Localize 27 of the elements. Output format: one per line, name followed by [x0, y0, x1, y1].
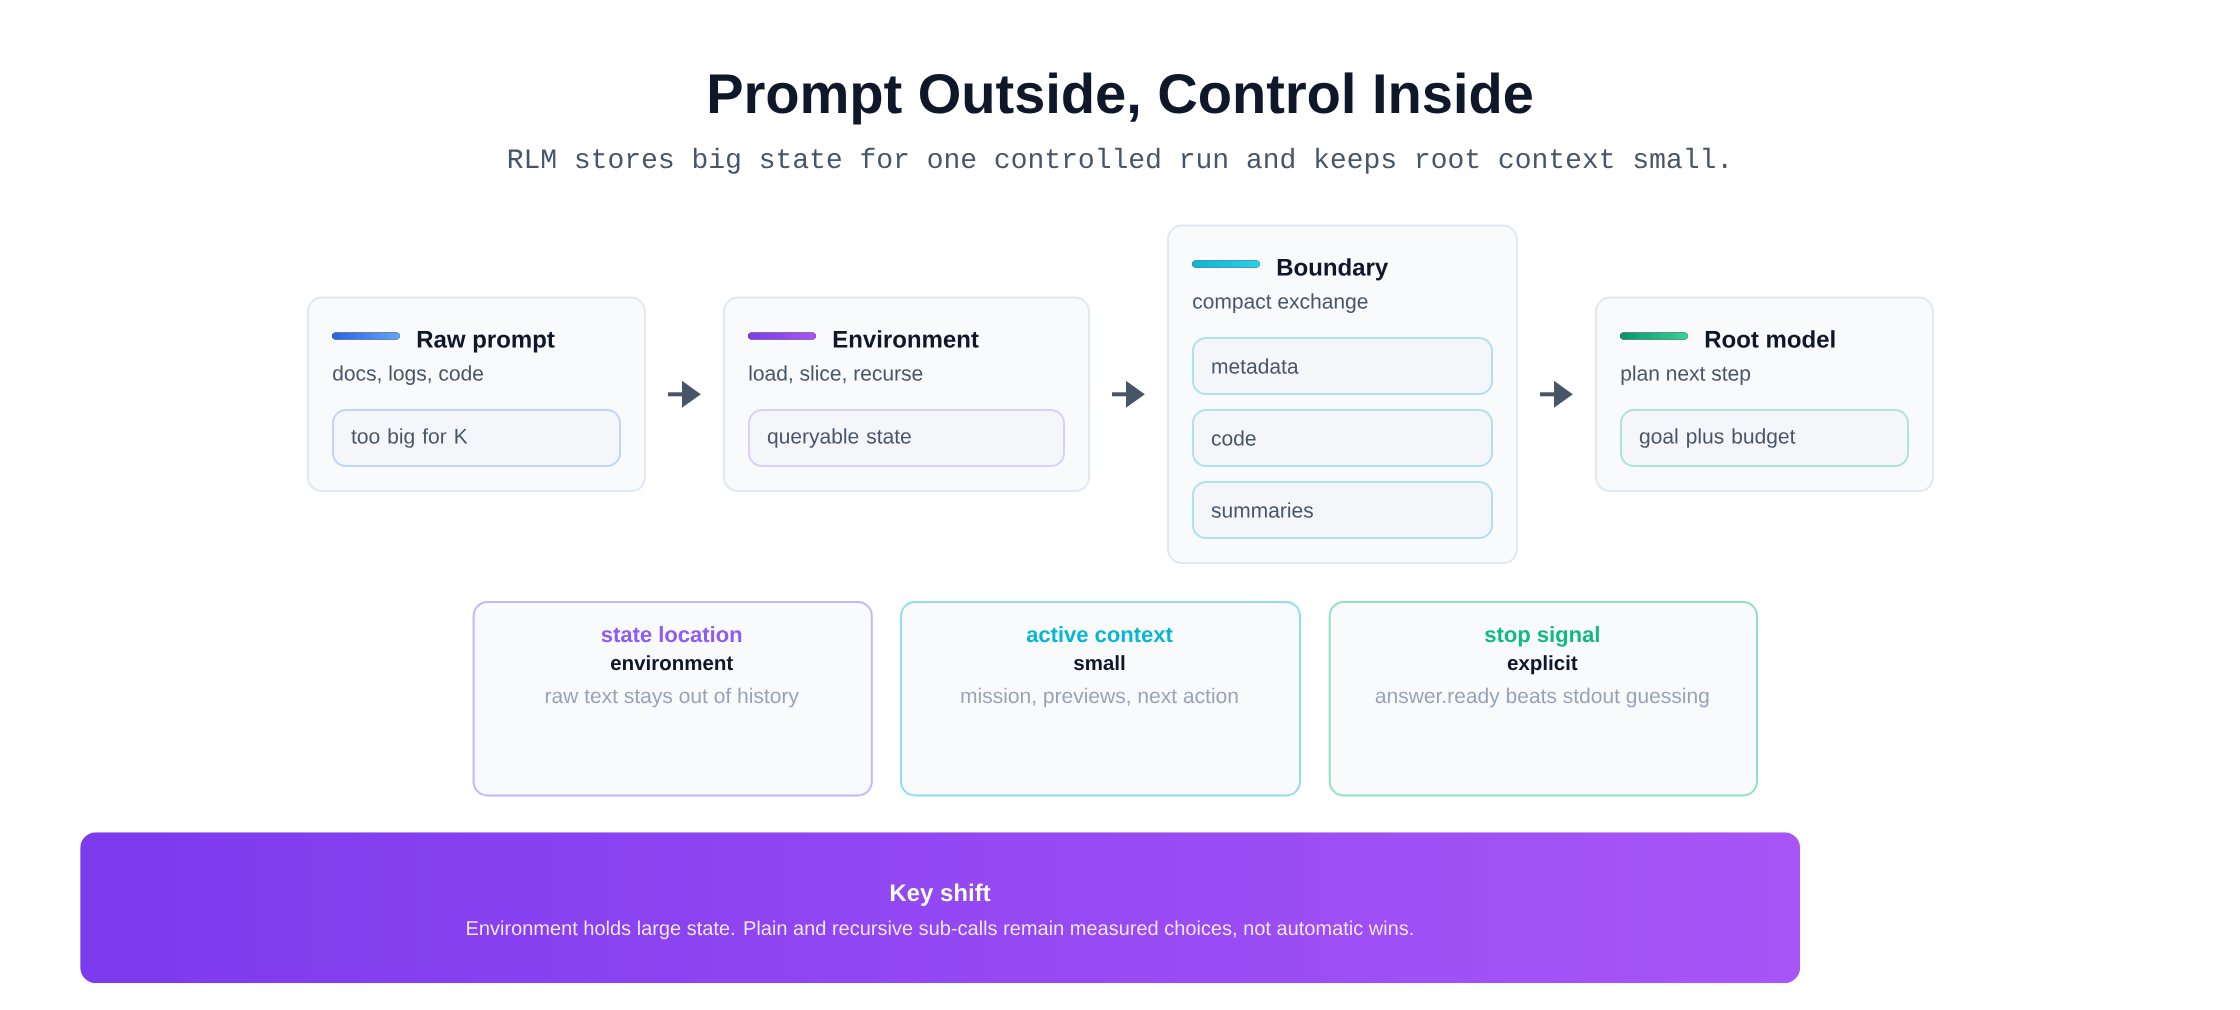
card-title: state location [601, 626, 742, 643]
card-heading: Raw prompt [417, 331, 555, 353]
tag-box: queryable state [748, 409, 1065, 468]
tag-box: code [1192, 409, 1493, 468]
title: Prompt Outside, Control Inside [709, 72, 1532, 125]
card-subtitle: docs, logs, code [333, 365, 483, 385]
card-heading: Root model [1705, 330, 1835, 348]
card-heading: Environment [833, 330, 979, 348]
banner-text: Environment holds large state. Plain and recursive sub-calls remain measured choices, not automatic wins. [467, 920, 1413, 940]
card-value: environment [611, 655, 733, 671]
tag-box: summaries [1192, 481, 1493, 540]
card-note: mission, previews, next action [961, 687, 1238, 708]
card-heading: Boundary [1277, 258, 1389, 281]
tag-box: metadata [1192, 337, 1493, 396]
card-subtitle: load, slice, recurse [749, 365, 923, 384]
banner-title: Key shift [890, 883, 991, 906]
card-title: stop signal [1485, 626, 1599, 647]
card-subtitle: plan next step [1621, 365, 1751, 385]
card-note: answer.ready beats stdout guessing [1375, 687, 1709, 708]
card-subtitle: compact exchange [1193, 293, 1368, 313]
tag-box: too big for K [332, 409, 621, 468]
card-note: raw text stays out of history [545, 687, 799, 708]
card-value: small [1074, 655, 1125, 671]
tag-box: goal plus budget [1620, 409, 1909, 468]
card-value: explicit [1507, 655, 1578, 675]
subtitle: RLM stores big state for one controlled run and keeps root context small. [508, 147, 1727, 174]
card-title: active context [1026, 626, 1173, 643]
